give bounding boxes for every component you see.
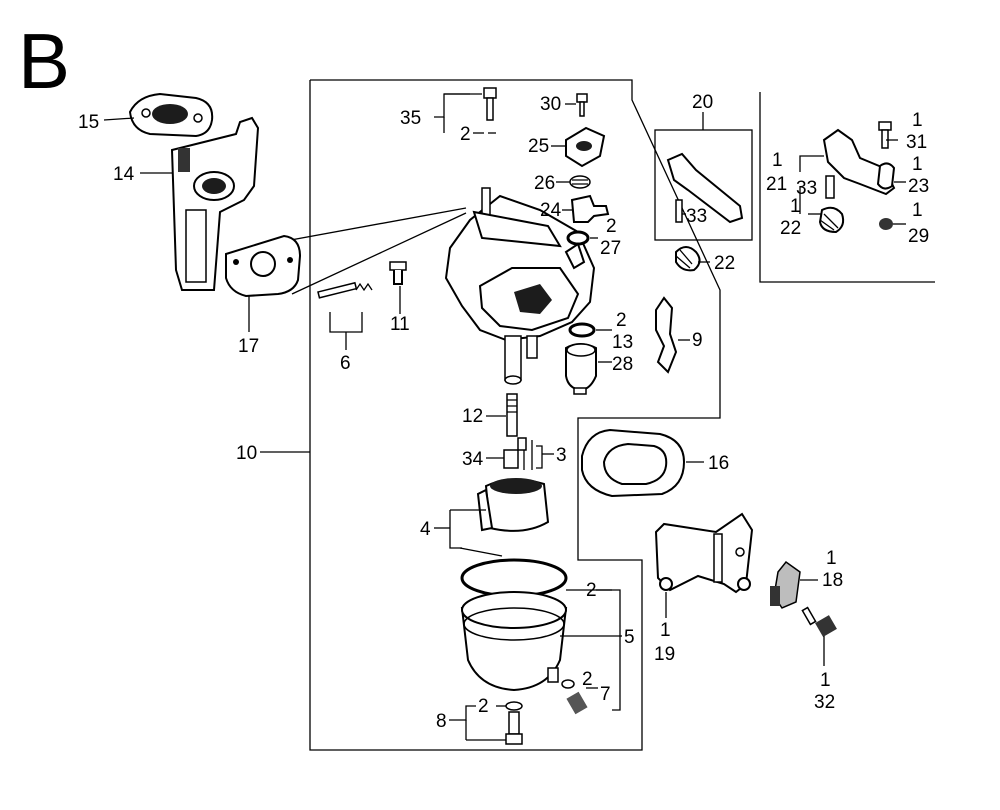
callout-1-a: 1 [912, 110, 923, 131]
screw-11-icon [389, 261, 407, 285]
leader-lines [103, 93, 906, 741]
drain-parts [565, 322, 597, 395]
callout-labels: 15 14 17 6 11 10 35 2 30 25 26 24 2 27 2… [78, 92, 929, 732]
callout-9: 9 [692, 330, 703, 351]
callout-1-b: 1 [772, 150, 783, 171]
callout-32: 32 [814, 692, 835, 713]
callout-1-h: 1 [820, 670, 831, 691]
callout-33-a: 33 [686, 206, 707, 227]
callout-25: 25 [528, 136, 549, 157]
throttle-bracket-icon [654, 512, 754, 594]
callout-16: 16 [708, 453, 729, 474]
callout-29: 29 [908, 226, 929, 247]
callout-2-c: 2 [616, 310, 627, 331]
callout-2-e: 2 [582, 669, 593, 690]
callout-24: 24 [540, 200, 562, 221]
gasket-17-icon [225, 234, 302, 298]
insulator-gasket-16-icon [581, 428, 686, 498]
callout-15: 15 [78, 112, 99, 133]
callout-4: 4 [420, 519, 431, 540]
callout-10: 10 [236, 443, 257, 464]
callout-14: 14 [113, 164, 135, 185]
top-parts [483, 87, 610, 246]
callout-3: 3 [556, 445, 567, 466]
callout-21: 21 [766, 174, 787, 195]
callout-11: 11 [390, 314, 410, 335]
choke-lever-icon [818, 121, 896, 234]
callout-19: 19 [654, 644, 675, 665]
screw-32-icon [801, 606, 837, 637]
callout-30: 30 [540, 94, 561, 115]
callout-1-f: 1 [826, 548, 837, 569]
gasket-15-icon [128, 92, 214, 138]
float-icon [449, 478, 550, 557]
callout-2-f: 2 [478, 696, 489, 717]
callout-20: 20 [692, 92, 713, 113]
callout-6: 6 [340, 353, 351, 374]
screw-6-icon [317, 281, 373, 333]
callout-27: 27 [600, 238, 621, 259]
jets [503, 393, 543, 470]
float-bowl-icon [460, 558, 621, 745]
callout-1-g: 1 [660, 620, 671, 641]
clip-18-icon [770, 560, 801, 609]
bracket-14-icon [170, 116, 260, 291]
callout-1-c: 1 [912, 154, 923, 175]
callout-18: 18 [822, 570, 843, 591]
lever-20-icon [666, 152, 744, 272]
carburetor-body-icon [444, 187, 596, 385]
clip-9-icon [655, 296, 678, 374]
callout-13: 13 [612, 332, 633, 353]
callout-1-d: 1 [790, 196, 801, 217]
callout-5: 5 [624, 627, 635, 648]
callout-8: 8 [436, 711, 447, 732]
callout-2-d: 2 [586, 580, 597, 601]
callout-33-b: 33 [796, 178, 817, 199]
callout-23: 23 [908, 176, 929, 197]
callout-22-a: 22 [714, 253, 735, 274]
callout-31: 31 [906, 132, 927, 153]
callout-26: 26 [534, 173, 555, 194]
callout-1-e: 1 [912, 200, 923, 221]
callout-22-b: 22 [780, 218, 801, 239]
callout-35: 35 [400, 108, 421, 129]
callout-17: 17 [238, 336, 259, 357]
callout-2-b: 2 [606, 216, 617, 237]
section-letter: B [18, 17, 70, 105]
callout-12: 12 [462, 406, 483, 427]
callout-2-a: 2 [460, 124, 471, 145]
callout-28: 28 [612, 354, 633, 375]
callout-7: 7 [600, 684, 611, 705]
callout-34: 34 [462, 449, 484, 470]
